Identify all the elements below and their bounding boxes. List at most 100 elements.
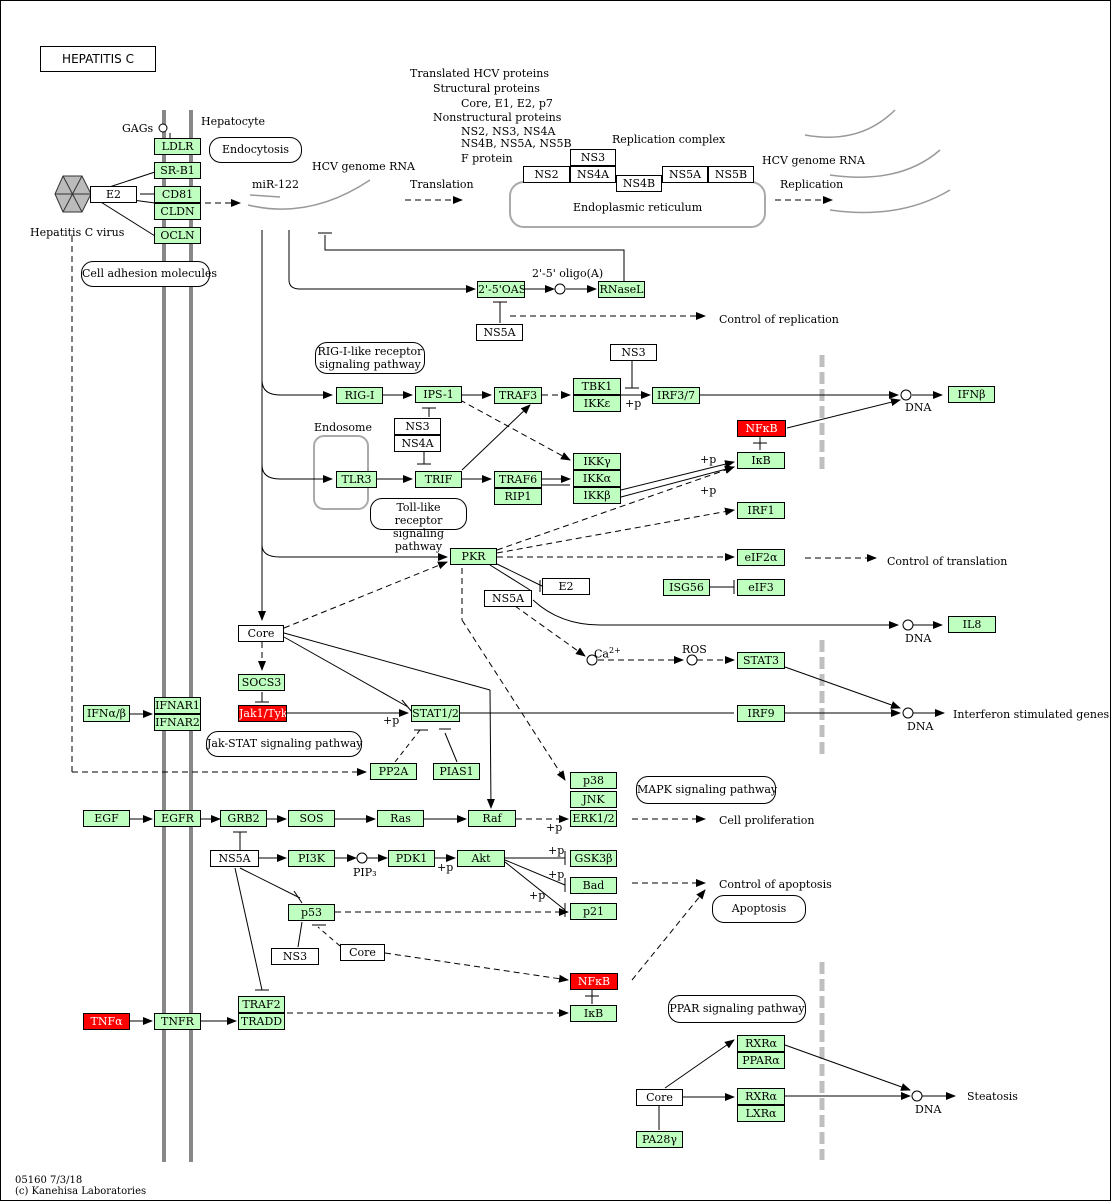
node-tradd[interactable]: TRADD [238,1013,285,1030]
node-rip1[interactable]: RIP1 [494,488,542,505]
node-p38[interactable]: p38 [570,772,617,789]
node-irf1[interactable]: IRF1 [737,502,785,519]
pathway-ppar[interactable]: PPAR signaling pathway [668,995,806,1023]
dna-label-4: DNA [915,1103,942,1116]
node-nfkb-1[interactable]: NFκB [737,420,786,437]
node-ifnar2[interactable]: IFNAR2 [154,714,201,731]
node-ldlr[interactable]: LDLR [154,138,201,155]
node-ns3-tbk[interactable]: NS3 [610,344,657,361]
node-jnk[interactable]: JNK [570,791,617,808]
node-socs3[interactable]: SOCS3 [238,674,285,691]
node-ns5a-pkr[interactable]: NS5A [484,590,532,607]
node-ikk-gamma[interactable]: IKKγ [573,453,621,470]
node-bad[interactable]: Bad [570,877,617,894]
node-p53[interactable]: p53 [288,904,335,921]
node-tnf-alpha[interactable]: TNFα [83,1013,130,1030]
node-core-1[interactable]: Core [238,625,284,642]
node-eif2-alpha[interactable]: eIF2α [737,549,785,566]
translated-line-2: Structural proteins [433,82,540,95]
node-ns5a-oas[interactable]: NS5A [476,324,523,341]
node-egfr[interactable]: EGFR [154,810,201,827]
pathway-endoplasmic-reticulum[interactable]: Endoplasmic reticulum [573,201,703,214]
pathway-mapk[interactable]: MAPK signaling pathway [636,776,777,804]
node-ns5b[interactable]: NS5B [708,166,754,183]
node-e2-pkr[interactable]: E2 [542,578,590,595]
node-pkr[interactable]: PKR [450,548,497,565]
node-cd81[interactable]: CD81 [154,186,201,203]
node-eif3[interactable]: eIF3 [737,579,785,596]
node-ns5a-rc[interactable]: NS5A [662,166,708,183]
pathway-apoptosis[interactable]: Apoptosis [712,895,806,923]
node-ns4b[interactable]: NS4B [616,175,662,192]
node-rxr-alpha-2[interactable]: RXRα [737,1088,785,1105]
node-2-5-oas[interactable]: 2'-5'OAS [477,281,525,298]
pathway-endocytosis[interactable]: Endocytosis [209,137,302,163]
node-tnfr[interactable]: TNFR [154,1013,201,1030]
node-ikk-alpha[interactable]: IKKα [573,470,621,487]
pathway-rig-like[interactable]: RIG-I-like receptor signaling pathway [315,342,425,374]
node-trif[interactable]: TRIF [415,471,462,488]
node-stat3[interactable]: STAT3 [737,652,785,669]
node-ns3-ips[interactable]: NS3 [394,418,441,435]
node-e2-virus[interactable]: E2 [90,186,137,203]
node-sos[interactable]: SOS [288,810,335,827]
control-translation-label: Control of translation [887,555,1008,568]
node-ocln[interactable]: OCLN [154,227,201,244]
node-stat1-2[interactable]: STAT1/2 [411,705,460,722]
node-ikk-beta[interactable]: IKKβ [573,487,621,504]
node-pias1[interactable]: PIAS1 [433,763,480,780]
node-pi3k[interactable]: PI3K [288,850,335,867]
node-nfkb-2[interactable]: NFκB [570,973,618,990]
node-rnasel[interactable]: RNaseL [598,281,645,298]
node-akt[interactable]: Akt [457,850,505,867]
node-tlr3[interactable]: TLR3 [336,471,377,488]
node-ips-1[interactable]: IPS-1 [415,386,462,403]
node-ns3-rc[interactable]: NS3 [570,149,616,166]
node-ikb-1[interactable]: IκB [737,452,785,469]
pathway-jak-stat[interactable]: Jak-STAT signaling pathway [206,731,362,757]
pathway-toll-like[interactable]: Toll-like receptor signaling pathway [370,498,467,553]
node-irf9[interactable]: IRF9 [737,705,785,722]
node-ras[interactable]: Ras [377,810,424,827]
node-ikb-2[interactable]: IκB [570,1005,617,1022]
node-p21[interactable]: p21 [570,903,617,920]
node-isg56[interactable]: ISG56 [663,579,710,596]
node-lxr-alpha[interactable]: LXRα [737,1105,785,1122]
dna-label-3: DNA [907,720,934,733]
node-ppar-alpha[interactable]: PPARα [737,1052,785,1069]
node-ns2[interactable]: NS2 [523,166,570,183]
node-grb2[interactable]: GRB2 [220,810,267,827]
node-rxr-alpha-1[interactable]: RXRα [737,1035,785,1052]
node-pa28-gamma[interactable]: PA28γ [636,1131,683,1148]
phospho-label: +p [700,484,717,497]
pip3-label: PIP₃ [353,866,377,879]
node-rig-i[interactable]: RIG-I [336,387,383,404]
node-pp2a[interactable]: PP2A [370,763,417,780]
node-ns4a-rc[interactable]: NS4A [570,166,616,183]
node-cldn[interactable]: CLDN [154,203,201,220]
node-ifn-alpha-beta[interactable]: IFNα/β [83,705,130,722]
node-jak1-tyk2[interactable]: Jak1/Tyk2 [238,705,287,722]
node-traf6[interactable]: TRAF6 [494,471,542,488]
node-ifn-beta[interactable]: IFNβ [948,386,995,403]
node-pdk1[interactable]: PDK1 [388,850,435,867]
node-irf3-7[interactable]: IRF3/7 [652,387,700,404]
node-sr-b1[interactable]: SR-B1 [154,162,201,179]
node-ifnar1[interactable]: IFNAR1 [154,697,201,714]
translated-line-3: Core, E1, E2, p7 [461,97,553,110]
node-gsk3-beta[interactable]: GSK3β [570,850,617,867]
node-core-p53[interactable]: Core [340,944,385,961]
node-raf[interactable]: Raf [468,810,516,827]
node-ns3-p53[interactable]: NS3 [271,948,319,965]
node-egf[interactable]: EGF [83,810,130,827]
node-ns5a-pi3k[interactable]: NS5A [210,850,259,867]
node-il8[interactable]: IL8 [948,616,996,633]
node-erk1-2[interactable]: ERK1/2 [570,810,617,827]
node-traf3[interactable]: TRAF3 [494,387,542,404]
node-tbk1[interactable]: TBK1 [573,378,621,395]
node-core-ppar[interactable]: Core [636,1089,683,1106]
node-traf2[interactable]: TRAF2 [238,996,285,1013]
node-ikk-epsilon[interactable]: IKKε [573,395,621,412]
pathway-cell-adhesion[interactable]: Cell adhesion molecules [81,261,217,287]
node-ns4a-ips[interactable]: NS4A [394,435,441,452]
